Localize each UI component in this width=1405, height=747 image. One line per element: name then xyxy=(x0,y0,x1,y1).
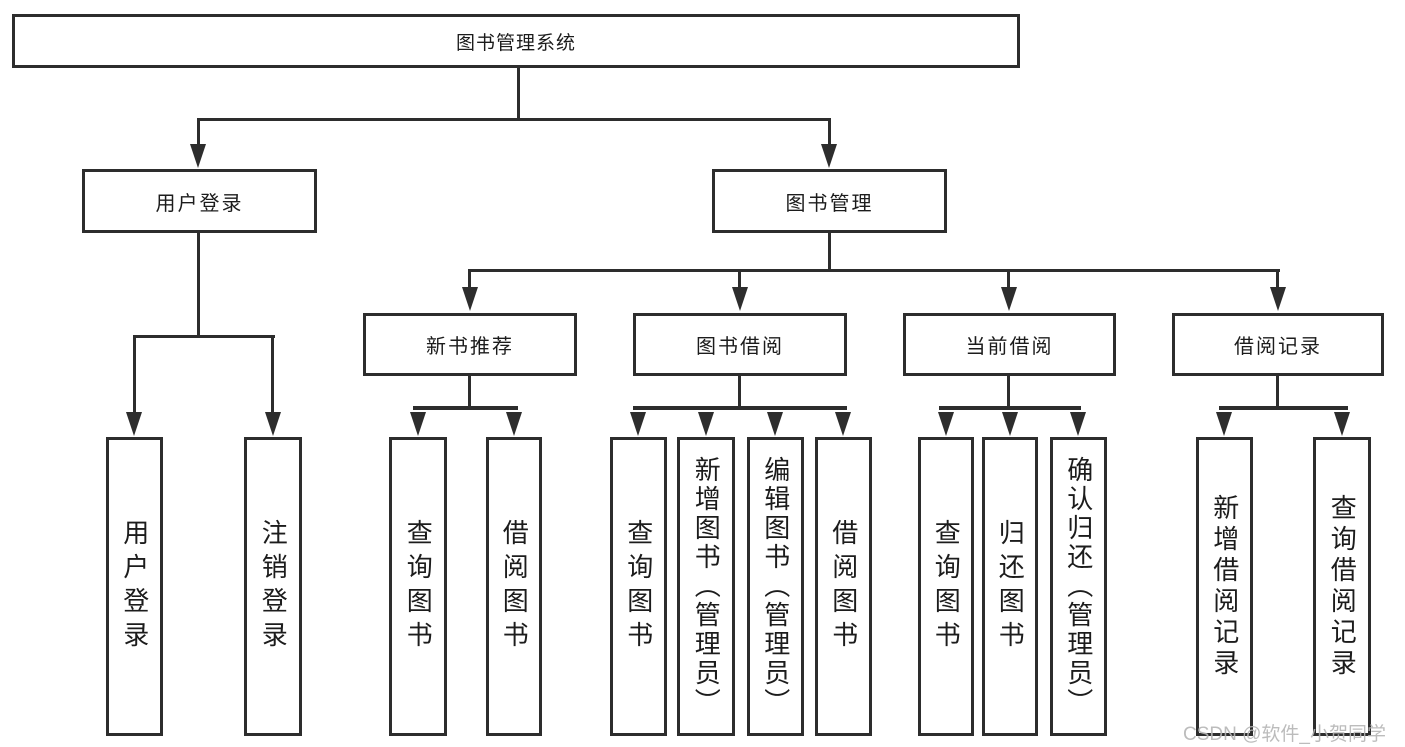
leaf-query-books-2-label: 查询图书 xyxy=(623,518,654,655)
node-current-borrow-label: 当前借阅 xyxy=(965,336,1054,358)
arrow-down-icon xyxy=(506,412,522,436)
arrow-down-icon xyxy=(732,287,748,311)
connector-to-book-borrow xyxy=(738,269,741,291)
node-user-login: 用户登录 xyxy=(82,169,317,233)
connector-book-management-drop xyxy=(828,233,831,271)
connector-borrow-records-bar xyxy=(1219,406,1348,410)
leaf-add-book-admin-label: 新增图书（管理员） xyxy=(691,456,722,717)
connector-to-new-book-recommend xyxy=(468,269,471,291)
leaf-query-books-2: 查询图书 xyxy=(610,437,667,736)
leaf-add-borrow-record: 新增借阅记录 xyxy=(1196,437,1253,736)
connector-root-drop xyxy=(517,66,520,120)
leaf-borrow-books-1: 借阅图书 xyxy=(486,437,542,736)
arrow-down-icon xyxy=(835,412,851,436)
node-new-book-recommend-label: 新书推荐 xyxy=(426,336,514,358)
leaf-edit-book-admin-label: 编辑图书（管理员） xyxy=(760,456,791,717)
arrow-down-icon xyxy=(1334,412,1350,436)
connector-level2-bar xyxy=(468,269,1280,272)
arrow-down-icon xyxy=(1002,412,1018,436)
leaf-user-login-label: 用户登录 xyxy=(119,518,150,655)
arrow-down-icon xyxy=(1216,412,1232,436)
arrow-down-icon xyxy=(462,287,478,311)
leaf-borrow-books-2: 借阅图书 xyxy=(815,437,872,736)
arrow-down-icon xyxy=(126,412,142,436)
leaf-logout-label: 注销登录 xyxy=(258,518,289,655)
leaf-borrow-books-1-label: 借阅图书 xyxy=(499,518,530,655)
arrow-down-icon xyxy=(265,412,281,436)
arrow-down-icon xyxy=(190,144,206,168)
connector-new-book-recommend-drop xyxy=(468,376,471,408)
connector-borrow-records-drop xyxy=(1276,376,1279,408)
arrow-down-icon xyxy=(938,412,954,436)
node-new-book-recommend: 新书推荐 xyxy=(363,313,577,376)
connector-user-login-bar xyxy=(133,335,275,338)
arrow-down-icon xyxy=(1070,412,1086,436)
leaf-borrow-books-2-label: 借阅图书 xyxy=(828,518,859,655)
leaf-query-books-3-label: 查询图书 xyxy=(931,518,962,655)
connector-to-current-borrow xyxy=(1007,269,1010,291)
watermark: CSDN @软件_小贺同学 xyxy=(1183,724,1386,745)
connector-book-borrow-drop xyxy=(738,376,741,408)
leaf-query-books-3: 查询图书 xyxy=(918,437,974,736)
arrow-down-icon xyxy=(767,412,783,436)
node-root: 图书管理系统 xyxy=(12,14,1020,68)
leaf-edit-book-admin: 编辑图书（管理员） xyxy=(747,437,804,736)
leaf-add-book-admin: 新增图书（管理员） xyxy=(677,437,735,736)
leaf-confirm-return-admin-label: 确认归还（管理员） xyxy=(1063,456,1094,717)
arrow-down-icon xyxy=(821,144,837,168)
connector-current-borrow-drop xyxy=(1007,376,1010,408)
arrow-down-icon xyxy=(410,412,426,436)
leaf-logout: 注销登录 xyxy=(244,437,302,736)
node-borrow-records: 借阅记录 xyxy=(1172,313,1384,376)
connector-new-book-recommend-bar xyxy=(413,406,518,410)
node-user-login-label: 用户登录 xyxy=(155,192,244,215)
node-current-borrow: 当前借阅 xyxy=(903,313,1116,376)
arrow-down-icon xyxy=(1270,287,1286,311)
leaf-confirm-return-admin: 确认归还（管理员） xyxy=(1050,437,1107,736)
node-book-borrow-label: 图书借阅 xyxy=(696,336,784,358)
arrow-down-icon xyxy=(630,412,646,436)
node-borrow-records-label: 借阅记录 xyxy=(1234,336,1322,358)
connector-current-borrow-bar xyxy=(939,406,1081,410)
connector-root-to-book-management xyxy=(828,118,831,148)
leaf-return-book: 归还图书 xyxy=(982,437,1038,736)
connector-to-leaf-logout xyxy=(271,335,274,414)
arrow-down-icon xyxy=(1001,287,1017,311)
leaf-return-book-label: 归还图书 xyxy=(995,518,1026,655)
node-book-borrow: 图书借阅 xyxy=(633,313,847,376)
leaf-query-books-1-label: 查询图书 xyxy=(403,518,434,655)
connector-root-bar xyxy=(197,118,831,121)
leaf-query-borrow-record-label: 查询借阅记录 xyxy=(1327,493,1358,680)
node-book-management-label: 图书管理 xyxy=(785,192,874,215)
node-root-label: 图书管理系统 xyxy=(455,32,576,54)
leaf-query-borrow-record: 查询借阅记录 xyxy=(1313,437,1371,736)
connector-to-leaf-user-login xyxy=(133,335,136,414)
arrow-down-icon xyxy=(698,412,714,436)
leaf-add-borrow-record-label: 新增借阅记录 xyxy=(1209,493,1240,680)
node-book-management: 图书管理 xyxy=(712,169,947,233)
connector-to-borrow-records xyxy=(1276,269,1279,291)
leaf-user-login: 用户登录 xyxy=(106,437,163,736)
connector-book-borrow-bar xyxy=(633,406,847,410)
connector-root-to-user-login xyxy=(197,118,200,148)
leaf-query-books-1: 查询图书 xyxy=(389,437,447,736)
connector-user-login-drop xyxy=(197,233,200,338)
